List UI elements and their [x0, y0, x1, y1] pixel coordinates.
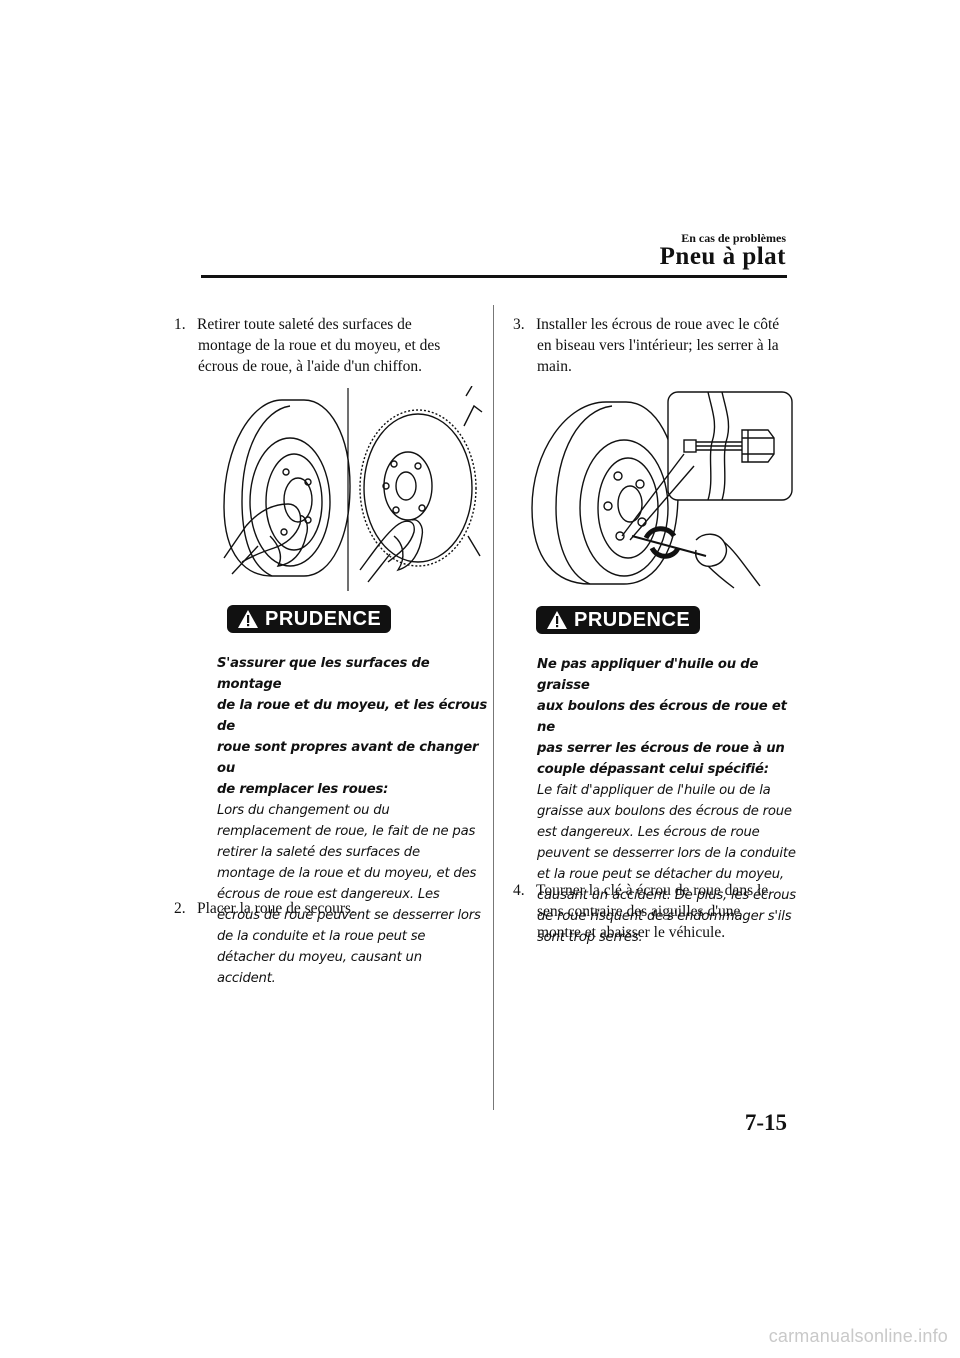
step-1: 1. Retirer toute saleté des surfaces de … [174, 314, 474, 377]
caution-body-line: est dangereux. Les écrous de roue [537, 825, 760, 840]
caution-lead-line: de la roue et du moyeu, et les écrous de [217, 698, 487, 734]
caution-body-line: de la conduite et la roue peut se [217, 929, 426, 944]
step-4: 4. Tourner la clé à écrou de roue dans l… [513, 880, 793, 943]
caution-badge-label: PRUDENCE [265, 608, 382, 630]
step-line: Installer les écrous de roue avec le côt… [536, 316, 780, 333]
step-line: montre et abaisser le véhicule. [537, 924, 726, 941]
caution-lead-line: S'assurer que les surfaces de montage [217, 656, 430, 692]
caution-body-line: et la roue peut se détacher du moyeu, [537, 867, 784, 882]
step-number: 2. [174, 900, 186, 917]
watermark[interactable]: carmanualsonline.info [768, 1326, 948, 1346]
caution-body-line: écrous de roue est dangereux. Les [217, 887, 440, 902]
header-rule [201, 275, 787, 278]
step-2: 2. Placer la roue de secours. [174, 898, 474, 919]
lug-nut-illustration [531, 391, 793, 589]
caution-text: S'assurer que les surfaces de montage de… [217, 653, 487, 989]
caution-body-line: de roue risquent de s'endommager s'ils [537, 909, 792, 924]
step-line: écrous de roue, à l'aide d'un chiffon. [198, 358, 422, 375]
step-line: Tourner la clé à écrou de roue dans le [536, 882, 769, 899]
step-number: 1. [174, 316, 186, 333]
step-number: 4. [513, 882, 525, 899]
caution-body-line: graisse aux boulons des écrous de roue [537, 804, 792, 819]
caution-body-line: accident. [217, 971, 276, 986]
caution-body-line: écrous de roue peuvent se desserrer lors [217, 908, 481, 923]
step-3: 3. Installer les écrous de roue avec le … [513, 314, 793, 377]
step-line: en biseau vers l'intérieur; les serrer à… [537, 337, 779, 354]
caution-body-line: Lors du changement ou du [217, 803, 390, 818]
step-number: 3. [513, 316, 525, 333]
caution-body-line: détacher du moyeu, causant un [217, 950, 422, 965]
tire-outline [223, 399, 351, 577]
column-divider [493, 305, 494, 1110]
caution-body-line: Le fait d'appliquer de l'huile ou de la [537, 783, 771, 798]
warning-triangle-icon [238, 610, 258, 628]
caution-body-line: sont trop serrés. [537, 930, 643, 945]
caution-lead-line: roue sont propres avant de changer ou [217, 740, 479, 776]
section-label: En cas de problèmes [681, 231, 786, 245]
caution-badge: PRUDENCE [227, 605, 392, 633]
caution-body-line: retirer la saleté des surfaces de [217, 845, 420, 860]
caution-badge-label: PRUDENCE [574, 609, 691, 631]
caution-body-line: remplacement de roue, le fait de ne pas [217, 824, 476, 839]
caution-body-line: peuvent se desserrer lors de la conduite [537, 846, 796, 861]
step-line: montage de la roue et du moyeu, et des [198, 337, 441, 354]
cleaning-illustration [223, 386, 483, 591]
step-line: main. [537, 358, 572, 375]
page-number: 7-15 [744, 1110, 787, 1135]
caution-badge: PRUDENCE [536, 606, 701, 634]
caution-lead-line: Ne pas appliquer d'huile ou de graisse [537, 657, 759, 693]
caution-lead-line: couple dépassant celui spécifié: [537, 762, 769, 777]
caution-body-line: causant un accident. De plus, les écrous [537, 888, 796, 903]
caution-body-line: montage de la roue et du moyeu, et des [217, 866, 477, 881]
caution-text: Ne pas appliquer d'huile ou de graisse a… [537, 654, 797, 948]
chapter-title: Pneu à plat [659, 243, 786, 270]
caution-lead-line: de remplacer les roues: [217, 782, 389, 797]
step-line: Retirer toute saleté des surfaces de [197, 316, 412, 333]
step-line: sens contraire des aiguilles d'une [537, 903, 741, 920]
caution-lead-line: pas serrer les écrous de roue à un [537, 741, 785, 756]
warning-triangle-icon [547, 611, 567, 629]
caution-lead-line: aux boulons des écrous de roue et ne [537, 699, 787, 735]
step-line: Placer la roue de secours. [197, 900, 355, 917]
